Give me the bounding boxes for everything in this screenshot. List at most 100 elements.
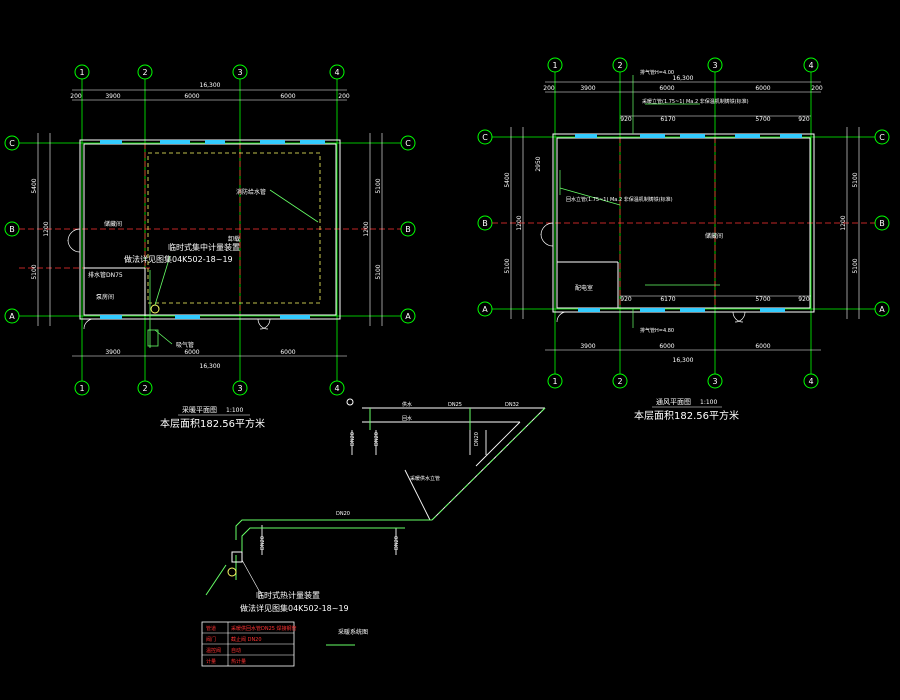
dim-vert-1-right: 5100	[375, 178, 382, 193]
dim-920-b-bottom: 920	[798, 296, 810, 303]
dim-vert-2: 5100	[31, 264, 38, 279]
right-plan-area: 本层面积182.56平方米	[634, 409, 739, 422]
label-meter-device: 临时式热计量装置	[256, 590, 320, 600]
meter-symbol-icon	[150, 304, 160, 314]
dim-vert-mid: 1200	[43, 221, 50, 236]
dim-edge-left: 200	[70, 93, 82, 100]
dim-span-2: 6000	[184, 93, 199, 100]
axis-label-4-bottom: 4	[334, 384, 339, 393]
dim-total-width: 16,300	[673, 75, 694, 82]
axis-label-2: 2	[617, 61, 622, 70]
dim-edge-left: 200	[543, 85, 555, 92]
dim-vert-mid-right: 1200	[363, 221, 370, 236]
label-riser: 采暖供水立管	[410, 475, 440, 482]
label-dn25: DN25	[448, 402, 462, 408]
right-windows	[575, 134, 802, 312]
dim-span-3-bottom: 6000	[280, 349, 295, 356]
left-windows	[100, 140, 325, 319]
note-supply-riser: 采暖立管(1.75~1) Ma.2 非保温机制铸铁(标准)	[642, 98, 749, 105]
dim-span-3-bottom: 6000	[755, 343, 770, 350]
system-pipe-lines-white	[261, 407, 546, 555]
axis-label-2-bottom: 2	[617, 377, 622, 386]
table-cell: 截止阀 DN20	[231, 636, 262, 643]
table-cell: 热计量	[231, 658, 246, 665]
label-dn32: DN32	[505, 402, 519, 408]
left-pipe-leaders	[147, 189, 319, 348]
dim-total-width-bottom: 16,300	[200, 363, 221, 370]
pipe-note-1: 消防给水管	[236, 188, 266, 196]
annotation-reference: 做法详见图集04K502-18~19	[124, 254, 233, 264]
axis-label-2-bottom: 2	[142, 384, 147, 393]
table-cell: 管道	[206, 625, 216, 632]
axis-label-a-right: A	[879, 305, 885, 314]
dim-edge-right: 200	[338, 93, 350, 100]
note-return-riser: 回水立管(1.75~1) Ma.2 非保温机制铸铁(标准)	[566, 196, 673, 203]
axis-label-3-bottom: 3	[237, 384, 242, 393]
label-supply: 供水	[402, 401, 412, 408]
dim-vert-2-right: 5100	[375, 264, 382, 279]
axis-label-1-bottom: 1	[552, 377, 557, 386]
valve-icon	[227, 567, 237, 577]
axis-label-c-right: C	[879, 133, 885, 142]
dim-vert-1: 5400	[504, 172, 511, 187]
dim-span-1-bottom: 3900	[580, 343, 595, 350]
axis-label-3: 3	[237, 68, 242, 77]
dim-vert-1-right: 5100	[852, 172, 859, 187]
label-dn20-e: DN20	[394, 536, 400, 550]
note-exhaust-top: 排气管H=4.00	[640, 69, 674, 76]
left-plan-area: 本层面积182.56平方米	[160, 417, 265, 430]
axis-label-3-bottom: 3	[712, 377, 717, 386]
axis-label-4-bottom: 4	[808, 377, 813, 386]
axis-label-4: 4	[808, 61, 813, 70]
label-return: 回水	[402, 415, 412, 422]
table-cell: 计量	[206, 658, 216, 665]
right-leaders	[559, 75, 720, 328]
label-dn20-c: DN20	[474, 432, 480, 446]
right-plan-scale: 1:100	[700, 399, 717, 406]
dim-vert-mid: 1200	[516, 215, 523, 230]
dim-span-1-bottom: 3900	[105, 349, 120, 356]
table-cell: 温控阀	[206, 647, 221, 654]
dim-920-a: 920	[620, 116, 632, 123]
system-leader-line	[241, 559, 263, 597]
axis-label-a: A	[482, 305, 488, 314]
room-label-storage: 储藏间	[104, 220, 122, 228]
table-cell: 自动	[231, 647, 241, 654]
dim-span-1: 3900	[580, 85, 595, 92]
annotation-meter-device: 临时式集中计量装置	[168, 242, 240, 252]
label-reference: 做法详见图集04K502-18~19	[240, 603, 349, 613]
meter-box-icon	[231, 551, 243, 563]
dim-2950: 2950	[535, 156, 542, 171]
axis-label-c: C	[9, 139, 15, 148]
dim-6170: 6170	[660, 116, 675, 123]
dim-vert-mid-right: 1200	[840, 215, 847, 230]
axis-label-a: A	[9, 312, 15, 321]
dim-span-3: 6000	[280, 93, 295, 100]
dim-vert-1: 5400	[31, 178, 38, 193]
label-dn20-a: DN20	[350, 432, 356, 446]
pipe-note-2: 排水管DN75	[88, 271, 123, 279]
dim-920-a-bottom: 920	[620, 296, 632, 303]
axis-label-c-right: C	[405, 139, 411, 148]
left-dim-lines	[37, 89, 383, 357]
dim-total-width: 16,300	[200, 82, 221, 89]
dim-5700: 5700	[755, 116, 770, 123]
right-plan-title: 通风平面图	[656, 397, 691, 406]
table-cell: 采暖供回水管DN25 焊接钢管	[231, 625, 297, 632]
right-doors	[540, 222, 746, 323]
dim-span-2-bottom: 6000	[659, 343, 674, 350]
dim-span-3: 6000	[755, 85, 770, 92]
axis-label-4: 4	[334, 68, 339, 77]
label-dn20: DN20	[336, 511, 350, 517]
left-floor-plan: 1 2 3 4 1 2 3 4 C B A C B A	[4, 64, 416, 430]
legend-system-label: 采暖系统图	[338, 628, 368, 636]
label-dn20-d: DN20	[260, 536, 266, 550]
dim-920-b: 920	[798, 116, 810, 123]
left-plan-scale: 1:100	[226, 407, 243, 414]
heating-zone-outline	[147, 152, 321, 304]
label-dn20-b: DN20	[374, 432, 380, 446]
note-exhaust-bottom: 排气管H=4.80	[640, 327, 674, 334]
left-doors	[67, 228, 271, 330]
left-plan-title: 采暖平面图	[182, 405, 217, 414]
